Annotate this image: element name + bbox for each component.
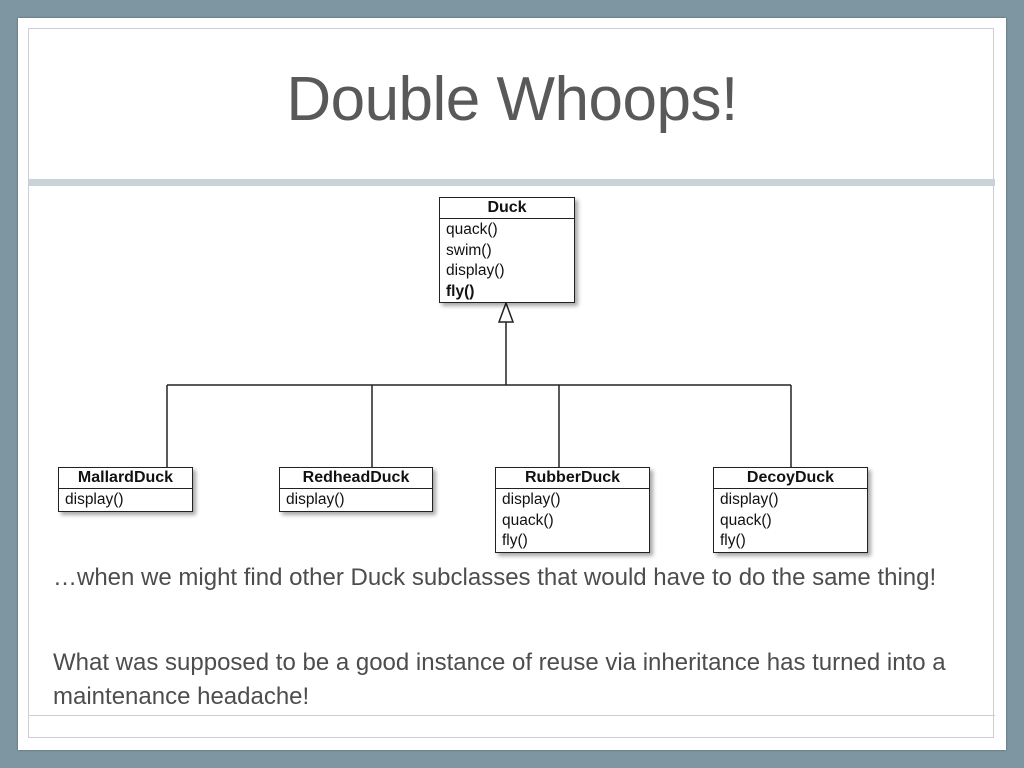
uml-class-name: MallardDuck: [59, 468, 192, 489]
uml-method: display(): [286, 491, 345, 508]
uml-method: display(): [65, 491, 124, 508]
uml-method: swim(): [446, 241, 492, 259]
uml-method-list: display(): [280, 489, 432, 513]
uml-class-mallardduck: MallardDuck display(): [58, 467, 193, 512]
footer-divider: [29, 715, 995, 716]
slide-inner-frame: [28, 28, 994, 738]
uml-method-highlighted: fly(): [446, 282, 475, 300]
uml-method-list: display(): [59, 489, 192, 513]
uml-method: fly(): [502, 532, 528, 549]
inheritance-arrowhead-icon: [497, 300, 515, 323]
inheritance-connectors: [166, 300, 792, 467]
uml-class-rubberduck: RubberDuck display() quack() fly(): [495, 467, 650, 553]
uml-class-name: Duck: [440, 198, 574, 219]
uml-method: display(): [502, 491, 561, 508]
uml-class-name: RubberDuck: [496, 468, 649, 489]
uml-class-name: DecoyDuck: [714, 468, 867, 489]
uml-method-list: display() quack() fly(): [496, 489, 649, 554]
uml-class-duck: Duck quack() swim() display() fly(): [439, 197, 575, 303]
uml-method-list: quack() swim() display() fly(): [440, 219, 574, 304]
uml-method-list: display() quack() fly(): [714, 489, 867, 554]
uml-class-name: RedheadDuck: [280, 468, 432, 489]
slide: Double Whoops! Duck quack() swim() displ…: [18, 18, 1006, 750]
uml-method: quack(): [446, 221, 498, 238]
body-paragraph-2: What was supposed to be a good instance …: [53, 649, 946, 710]
uml-method: display(): [446, 262, 505, 279]
uml-method: quack(): [720, 511, 772, 529]
body-paragraph-1: …when we might find other Duck subclasse…: [53, 564, 937, 591]
slide-title: Double Whoops!: [286, 65, 738, 134]
uml-method: quack(): [502, 511, 554, 529]
uml-method: display(): [720, 491, 779, 508]
uml-method: fly(): [720, 532, 746, 549]
uml-class-decoyduck: DecoyDuck display() quack() fly(): [713, 467, 868, 553]
title-divider: [29, 179, 995, 186]
uml-class-redheadduck: RedheadDuck display(): [279, 467, 433, 512]
